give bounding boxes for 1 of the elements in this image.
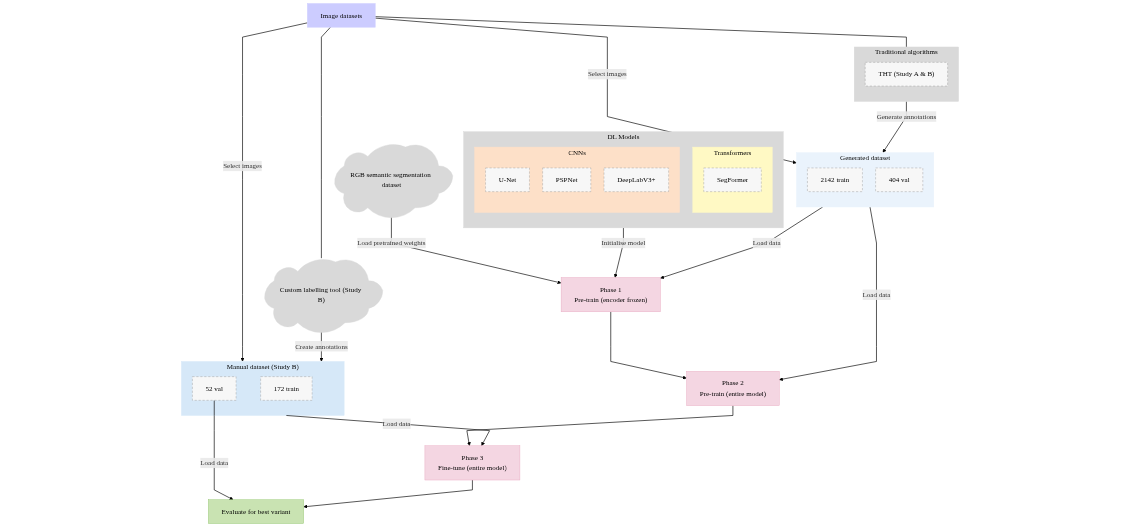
connector [321, 26, 331, 259]
